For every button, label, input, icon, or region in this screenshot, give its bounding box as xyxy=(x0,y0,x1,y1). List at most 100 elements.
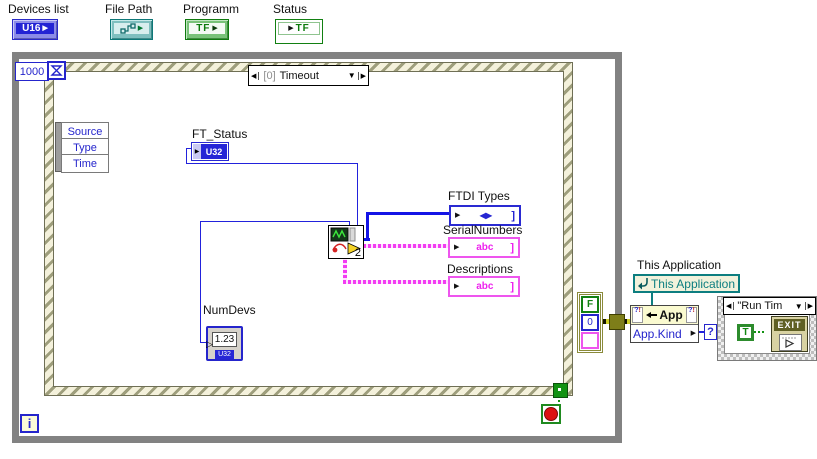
wire-true-constant[interactable] xyxy=(754,331,764,333)
wire-ftdi-types[interactable] xyxy=(366,212,369,241)
numeric-display: 1.23 xyxy=(212,332,237,347)
next-case-icon[interactable]: ▶ xyxy=(804,302,815,310)
wire-numdevs[interactable] xyxy=(200,221,350,222)
array-bracket-icon: ] xyxy=(510,241,514,254)
case-selector[interactable]: ◀ "Run Tim ▼ ▶ xyxy=(723,297,816,315)
numdevs-terminal[interactable]: 1.23 U32 ▷ xyxy=(206,326,243,361)
wire-app-kind[interactable] xyxy=(699,331,705,333)
timeout-value: 1000 xyxy=(19,65,45,78)
array-bracket-icon: ] xyxy=(510,280,514,293)
timeout-constant[interactable]: 1000 xyxy=(15,62,49,81)
panel-glyph xyxy=(779,334,802,351)
wire-app-reference[interactable] xyxy=(651,293,653,306)
output-arrow-icon: ▶ xyxy=(690,330,696,337)
error-source-constant[interactable] xyxy=(581,332,599,349)
string-type-label: abc xyxy=(476,242,494,253)
wire-descriptions[interactable] xyxy=(343,258,347,283)
case-selector-terminal[interactable]: ? xyxy=(704,324,717,340)
devices-list-label: Devices list xyxy=(8,2,69,16)
descriptions-label: Descriptions xyxy=(447,262,514,276)
hourglass-icon xyxy=(50,65,63,76)
error-status-constant[interactable]: F xyxy=(581,296,599,313)
reference-value: This Application xyxy=(650,276,735,291)
true-constant[interactable]: T xyxy=(737,324,754,341)
boolean-tunnel[interactable] xyxy=(553,383,568,398)
wire-numdevs[interactable] xyxy=(349,221,350,226)
file-path-terminal[interactable]: ▶ xyxy=(110,19,153,40)
input-arrow-icon: ▷ xyxy=(206,339,213,349)
wire-ft-status[interactable] xyxy=(357,163,358,226)
loop-condition-terminal[interactable] xyxy=(541,404,561,424)
serial-numbers-label: SerialNumbers xyxy=(443,223,523,237)
exit-banner: EXIT xyxy=(774,319,805,331)
wire-numdevs[interactable] xyxy=(200,221,201,343)
output-arrow-icon: ▶ xyxy=(42,25,48,32)
event-case-index: [0] xyxy=(263,69,276,82)
output-arrow-icon: ▶ xyxy=(137,25,144,32)
enum-glyph-icon: ◀▶ xyxy=(479,211,493,220)
key-link-icon xyxy=(646,312,658,318)
waveform-subvi-icon xyxy=(330,227,361,255)
status-terminal[interactable]: ▶ TF xyxy=(275,19,323,44)
event-structure-body xyxy=(53,71,564,387)
timeout-terminal[interactable] xyxy=(47,61,66,80)
array-arrow-icon: ▶ xyxy=(454,244,460,251)
iteration-label: i xyxy=(27,416,32,431)
wire-ft-status[interactable] xyxy=(186,148,187,164)
app-property-node[interactable]: ?! App ?! App.Kind ▶ xyxy=(630,305,699,343)
tf-type-label: TF xyxy=(295,23,310,34)
status-label: Status xyxy=(273,2,308,16)
loop-tunnel[interactable] xyxy=(609,314,625,330)
indicator-arrow-icon: ▶ xyxy=(193,144,201,159)
file-path-label: File Path xyxy=(105,2,153,16)
property-row[interactable]: App.Kind ▶ xyxy=(631,325,698,342)
array-bracket-icon: ] xyxy=(511,209,515,222)
wire-stop-condition[interactable] xyxy=(558,395,560,406)
event-data-time[interactable]: Time xyxy=(61,154,109,173)
next-case-icon[interactable]: ▶ xyxy=(357,71,368,80)
event-structure[interactable] xyxy=(44,62,573,396)
property-name: App.Kind xyxy=(633,326,682,341)
ftdi-subvi[interactable]: 2 xyxy=(328,225,364,259)
run-arrow-icon xyxy=(782,337,797,348)
wire-ft-status[interactable] xyxy=(186,163,358,164)
devices-list-terminal[interactable]: U16 ▶ xyxy=(12,19,58,40)
quit-labview-function[interactable]: EXIT xyxy=(771,316,808,352)
instance-number: 2 xyxy=(354,247,361,259)
case-dropdown-icon[interactable]: ▼ xyxy=(794,301,803,311)
ft-status-terminal[interactable]: ▶ U32 xyxy=(191,142,229,161)
programm-terminal[interactable]: TF ▶ xyxy=(185,19,229,40)
event-data-label: Time xyxy=(72,157,98,170)
string-type-label: abc xyxy=(476,281,494,292)
wire-ft-status[interactable] xyxy=(186,148,192,149)
error-code-constant[interactable]: 0 xyxy=(581,314,599,331)
wire-descriptions[interactable] xyxy=(343,280,450,284)
serial-numbers-terminal[interactable]: ▶ abc ] xyxy=(448,237,520,258)
this-application-label: This Application xyxy=(637,258,722,272)
event-data-label: Type xyxy=(73,141,97,154)
wire-serial-numbers[interactable] xyxy=(363,244,450,248)
array-arrow-icon: ▶ xyxy=(455,212,461,219)
case-dropdown-icon[interactable]: ▼ xyxy=(347,71,356,80)
event-data-label: Source xyxy=(67,125,103,138)
event-case-name: Timeout xyxy=(279,69,319,82)
array-arrow-icon: ▶ xyxy=(454,283,460,290)
descriptions-terminal[interactable]: ▶ abc ] xyxy=(448,276,520,297)
u16-type-label: U16 xyxy=(22,23,41,34)
ftdi-types-label: FTDI Types xyxy=(448,189,510,203)
event-selector[interactable]: ◀ [0] Timeout ▼ ▶ xyxy=(248,65,369,86)
wire-numdevs[interactable] xyxy=(200,342,207,343)
this-application-constant[interactable]: This Application xyxy=(633,274,740,293)
loop-iteration-terminal[interactable]: i xyxy=(20,414,39,433)
stop-icon xyxy=(544,407,558,421)
case-name: "Run Tim xyxy=(737,300,783,312)
ftdi-types-terminal[interactable]: ▶ ◀▶ ] xyxy=(449,205,521,226)
class-name: App xyxy=(659,308,683,322)
previous-case-icon[interactable]: ◀ xyxy=(724,302,735,310)
error-cluster-constant[interactable]: F 0 xyxy=(577,292,603,353)
while-loop[interactable] xyxy=(12,52,622,443)
tf-type-label: TF xyxy=(196,23,211,34)
programm-label: Programm xyxy=(183,2,240,16)
wire-ftdi-types[interactable] xyxy=(366,212,451,215)
previous-case-icon[interactable]: ◀ xyxy=(249,71,260,80)
